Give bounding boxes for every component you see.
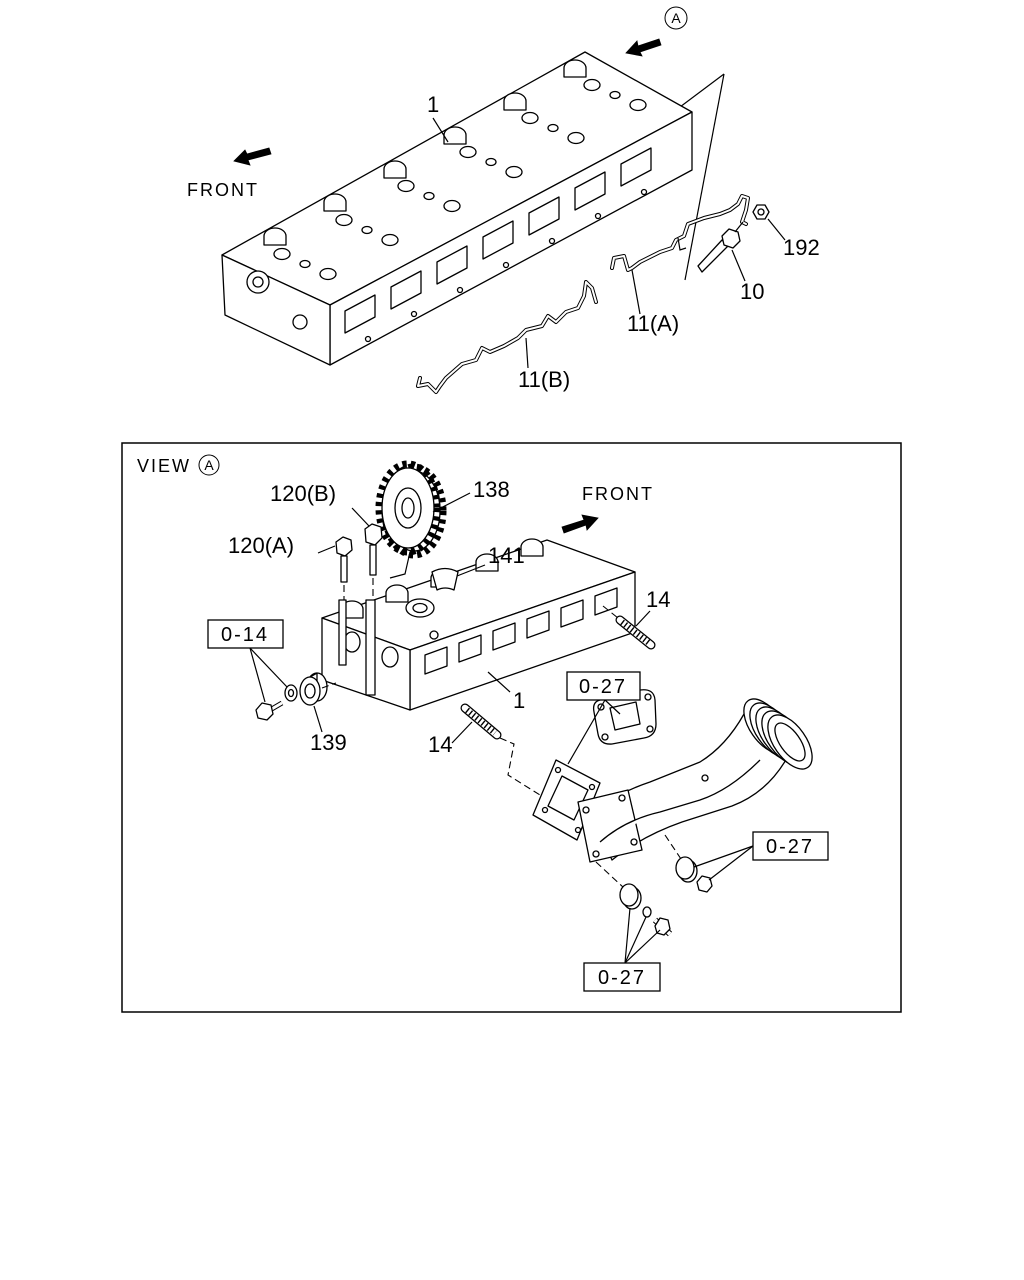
cam-bearing (263, 227, 287, 246)
callout-14-left-leader (451, 721, 473, 744)
ref-0-27-gasket-label: 0-27 (579, 676, 627, 698)
flange-bolt-axis (595, 861, 625, 889)
nut-192 (752, 204, 770, 220)
head-bolt-rod (365, 599, 376, 696)
callout-138-label: 138 (473, 477, 510, 502)
callout-1-detail-label: 1 (513, 688, 525, 713)
washer-0-14-hole (287, 688, 295, 698)
callout-1-detail-leader (487, 671, 511, 693)
front-arrow-icon (233, 147, 272, 166)
gear-shaft-line (389, 551, 411, 579)
ref-0-27-right-leader (708, 845, 754, 881)
callout-120a-label: 120(A) (228, 533, 294, 558)
callout-1-label: 1 (427, 92, 439, 117)
view-a-marker-letter: A (204, 457, 214, 473)
head-bolt-rod (338, 599, 347, 666)
callout-11b-label: 11(B) (518, 367, 570, 392)
callout-14-left-label: 14 (428, 732, 452, 757)
valve-seats (273, 78, 647, 281)
ref-0-27-right-leader (693, 845, 754, 868)
ref-0-27-bottom-leader (624, 916, 647, 964)
view-a-section: VIEW A FRONT 138 (121, 442, 902, 1013)
ref-0-27-bottom-leader (624, 907, 631, 964)
callout-11a-label: 11(A) (627, 311, 679, 336)
bolt-0-14 (255, 700, 284, 721)
exhaust-flange (577, 789, 643, 863)
timing-gear (375, 460, 447, 559)
callout-141-label: 141 (488, 543, 525, 568)
cylinder-head (221, 51, 693, 366)
ref-0-14-leader (249, 647, 289, 689)
callout-141-leader (456, 564, 486, 577)
callout-192-label: 192 (783, 235, 820, 260)
stud-14-right (615, 615, 656, 650)
top-bore-inner (412, 602, 428, 614)
cam-bearing (563, 59, 587, 78)
bushing-139-axis (321, 682, 337, 689)
ref-0-14-label: 0-14 (221, 624, 269, 646)
nut-0-27-right (675, 856, 698, 883)
glow-plug (697, 221, 744, 273)
callout-120b-leader (351, 507, 370, 527)
ref-0-27-right-label: 0-27 (766, 836, 814, 858)
harness-11b (416, 280, 598, 394)
callout-139-leader (313, 705, 323, 733)
cam-bearing (503, 92, 527, 111)
callout-139-label: 139 (310, 730, 347, 755)
ref-0-27-bottom-leader (624, 929, 661, 964)
ref-0-27-right-box (752, 831, 829, 861)
view-a-marker: A (198, 454, 220, 476)
washer-0-27-bottom (642, 906, 652, 918)
callout-120b-label: 120(B) (270, 481, 336, 506)
view-marker-a: A (664, 6, 688, 30)
cam-bearing (323, 193, 347, 212)
flange-bolt-axis (664, 834, 684, 863)
ref-0-27-gasket-box (566, 671, 641, 701)
callout-14-right-label: 14 (646, 587, 670, 612)
callout-11b-leader (525, 337, 529, 369)
cam-bearing (385, 584, 409, 603)
ref-0-27-bottom-label: 0-27 (598, 967, 646, 989)
callout-138-leader (432, 492, 471, 513)
front-label: FRONT (187, 180, 259, 200)
plug-141 (431, 567, 459, 591)
view-direction-arrow-icon (625, 38, 662, 57)
callout-1-leader (432, 117, 449, 143)
side-bolt-holes (364, 188, 648, 343)
bushing-139 (299, 672, 328, 706)
nut-0-27-bottom (619, 883, 642, 910)
ref-0-14-box (207, 619, 284, 649)
view-a-frame (121, 442, 902, 1013)
end-boss (292, 314, 308, 330)
ref-0-14-leader (249, 647, 266, 703)
callout-192-leader (767, 218, 786, 241)
callout-11a-leader (631, 269, 641, 315)
exhaust-pipe (577, 698, 813, 863)
overview-section: A FRONT (187, 6, 820, 394)
view-a-front-label: FRONT (582, 484, 654, 504)
view-marker-letter: A (671, 10, 681, 26)
top-hole (429, 630, 439, 640)
cam-bearing (383, 160, 407, 179)
callout-120a-leader (317, 545, 336, 554)
view-a-title: VIEW (137, 456, 191, 476)
ref-0-27-gasket-leader (604, 699, 621, 715)
ref-0-27-bottom-box (583, 962, 661, 992)
bolt-120a (335, 536, 353, 583)
callout-10-leader (731, 249, 746, 282)
view-line (684, 73, 725, 281)
view-a-front-arrow-icon (561, 514, 599, 534)
bolt-0-27-right (696, 875, 713, 893)
callout-14-right-leader (635, 610, 651, 627)
stud-14-right-axis (602, 605, 619, 619)
stud-14-left (460, 703, 502, 740)
stud-14-left-axis (499, 737, 549, 801)
end-port (381, 646, 399, 668)
bolt-120b (364, 523, 383, 576)
callout-10-label: 10 (740, 279, 764, 304)
harness-11a (610, 194, 750, 272)
end-port-bore (252, 276, 264, 288)
ref-0-27-gasket-leader (567, 699, 606, 765)
